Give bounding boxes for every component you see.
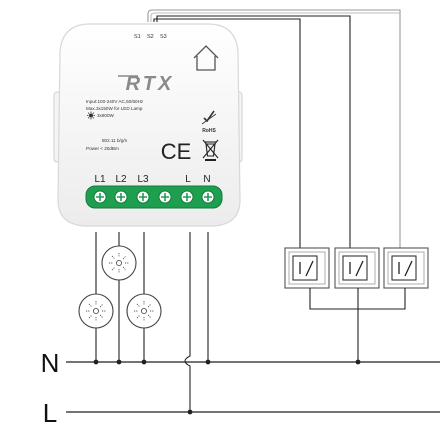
spec-power: Power < 20dBm [86, 146, 119, 151]
s1-label: S1 [134, 34, 141, 40]
terminal-label-n: N [203, 174, 210, 185]
junction-dots [93, 359, 361, 415]
spec-max-led: Max.3x150W for LED Lamp [86, 106, 143, 111]
s3-label: S3 [160, 34, 167, 40]
lamp-icon [126, 293, 162, 329]
wall-switch-icon [383, 247, 429, 289]
terminal-label-l2: L2 [115, 174, 127, 185]
module-shell [57, 23, 241, 227]
brand-logo: RTX [126, 73, 175, 95]
load-wires [95, 232, 209, 412]
terminal-screw [114, 190, 128, 204]
spec-wifi: 802.11 b/g/n [102, 138, 128, 143]
rohs-check-icon [201, 110, 217, 125]
terminal-label-l3: L3 [137, 174, 149, 185]
home-icon [193, 45, 219, 71]
neutral-label: N [41, 348, 60, 378]
terminal-label-l: L [185, 174, 191, 185]
junction-dot [205, 359, 211, 365]
wall-switch-icon [334, 247, 380, 289]
terminal-labels: L1 L2 L3 L N [94, 174, 210, 185]
spec-incandescent: 3x800W [97, 113, 115, 118]
wall-switches [284, 247, 429, 289]
terminal-screw [180, 190, 194, 204]
ce-mark: CE [161, 139, 192, 164]
junction-dot [116, 359, 122, 365]
s2-label: S2 [147, 34, 154, 40]
sun-icon [87, 111, 95, 120]
spec-input: Input:100-240V AC,50/60Hz [86, 99, 144, 104]
junction-dot [93, 359, 99, 365]
switch-wires [147, 9, 401, 250]
terminal-screw [158, 190, 172, 204]
wall-switch-icon [284, 247, 330, 289]
terminal-screws [93, 190, 215, 204]
lamp-icon [101, 245, 137, 281]
line-label: L [43, 398, 57, 428]
junction-dot [355, 359, 361, 365]
mains-buses [66, 361, 440, 413]
spec-block: Input:100-240V AC,50/60Hz Max.3x150W for… [86, 99, 144, 151]
lamp-icon [78, 293, 114, 329]
terminal-screw [136, 190, 150, 204]
terminal-screw [93, 190, 107, 204]
junction-dot [187, 409, 193, 415]
rohs-label: RoHS [202, 128, 216, 134]
smart-switch-module [53, 23, 243, 227]
terminal-label-l1: L1 [94, 174, 106, 185]
switch-input-labels: S1 S2 S3 [134, 34, 167, 40]
junction-dot [141, 359, 147, 365]
terminal-screw [201, 190, 215, 204]
switch-common-wires [309, 288, 406, 362]
weee-bin-icon [202, 139, 219, 161]
